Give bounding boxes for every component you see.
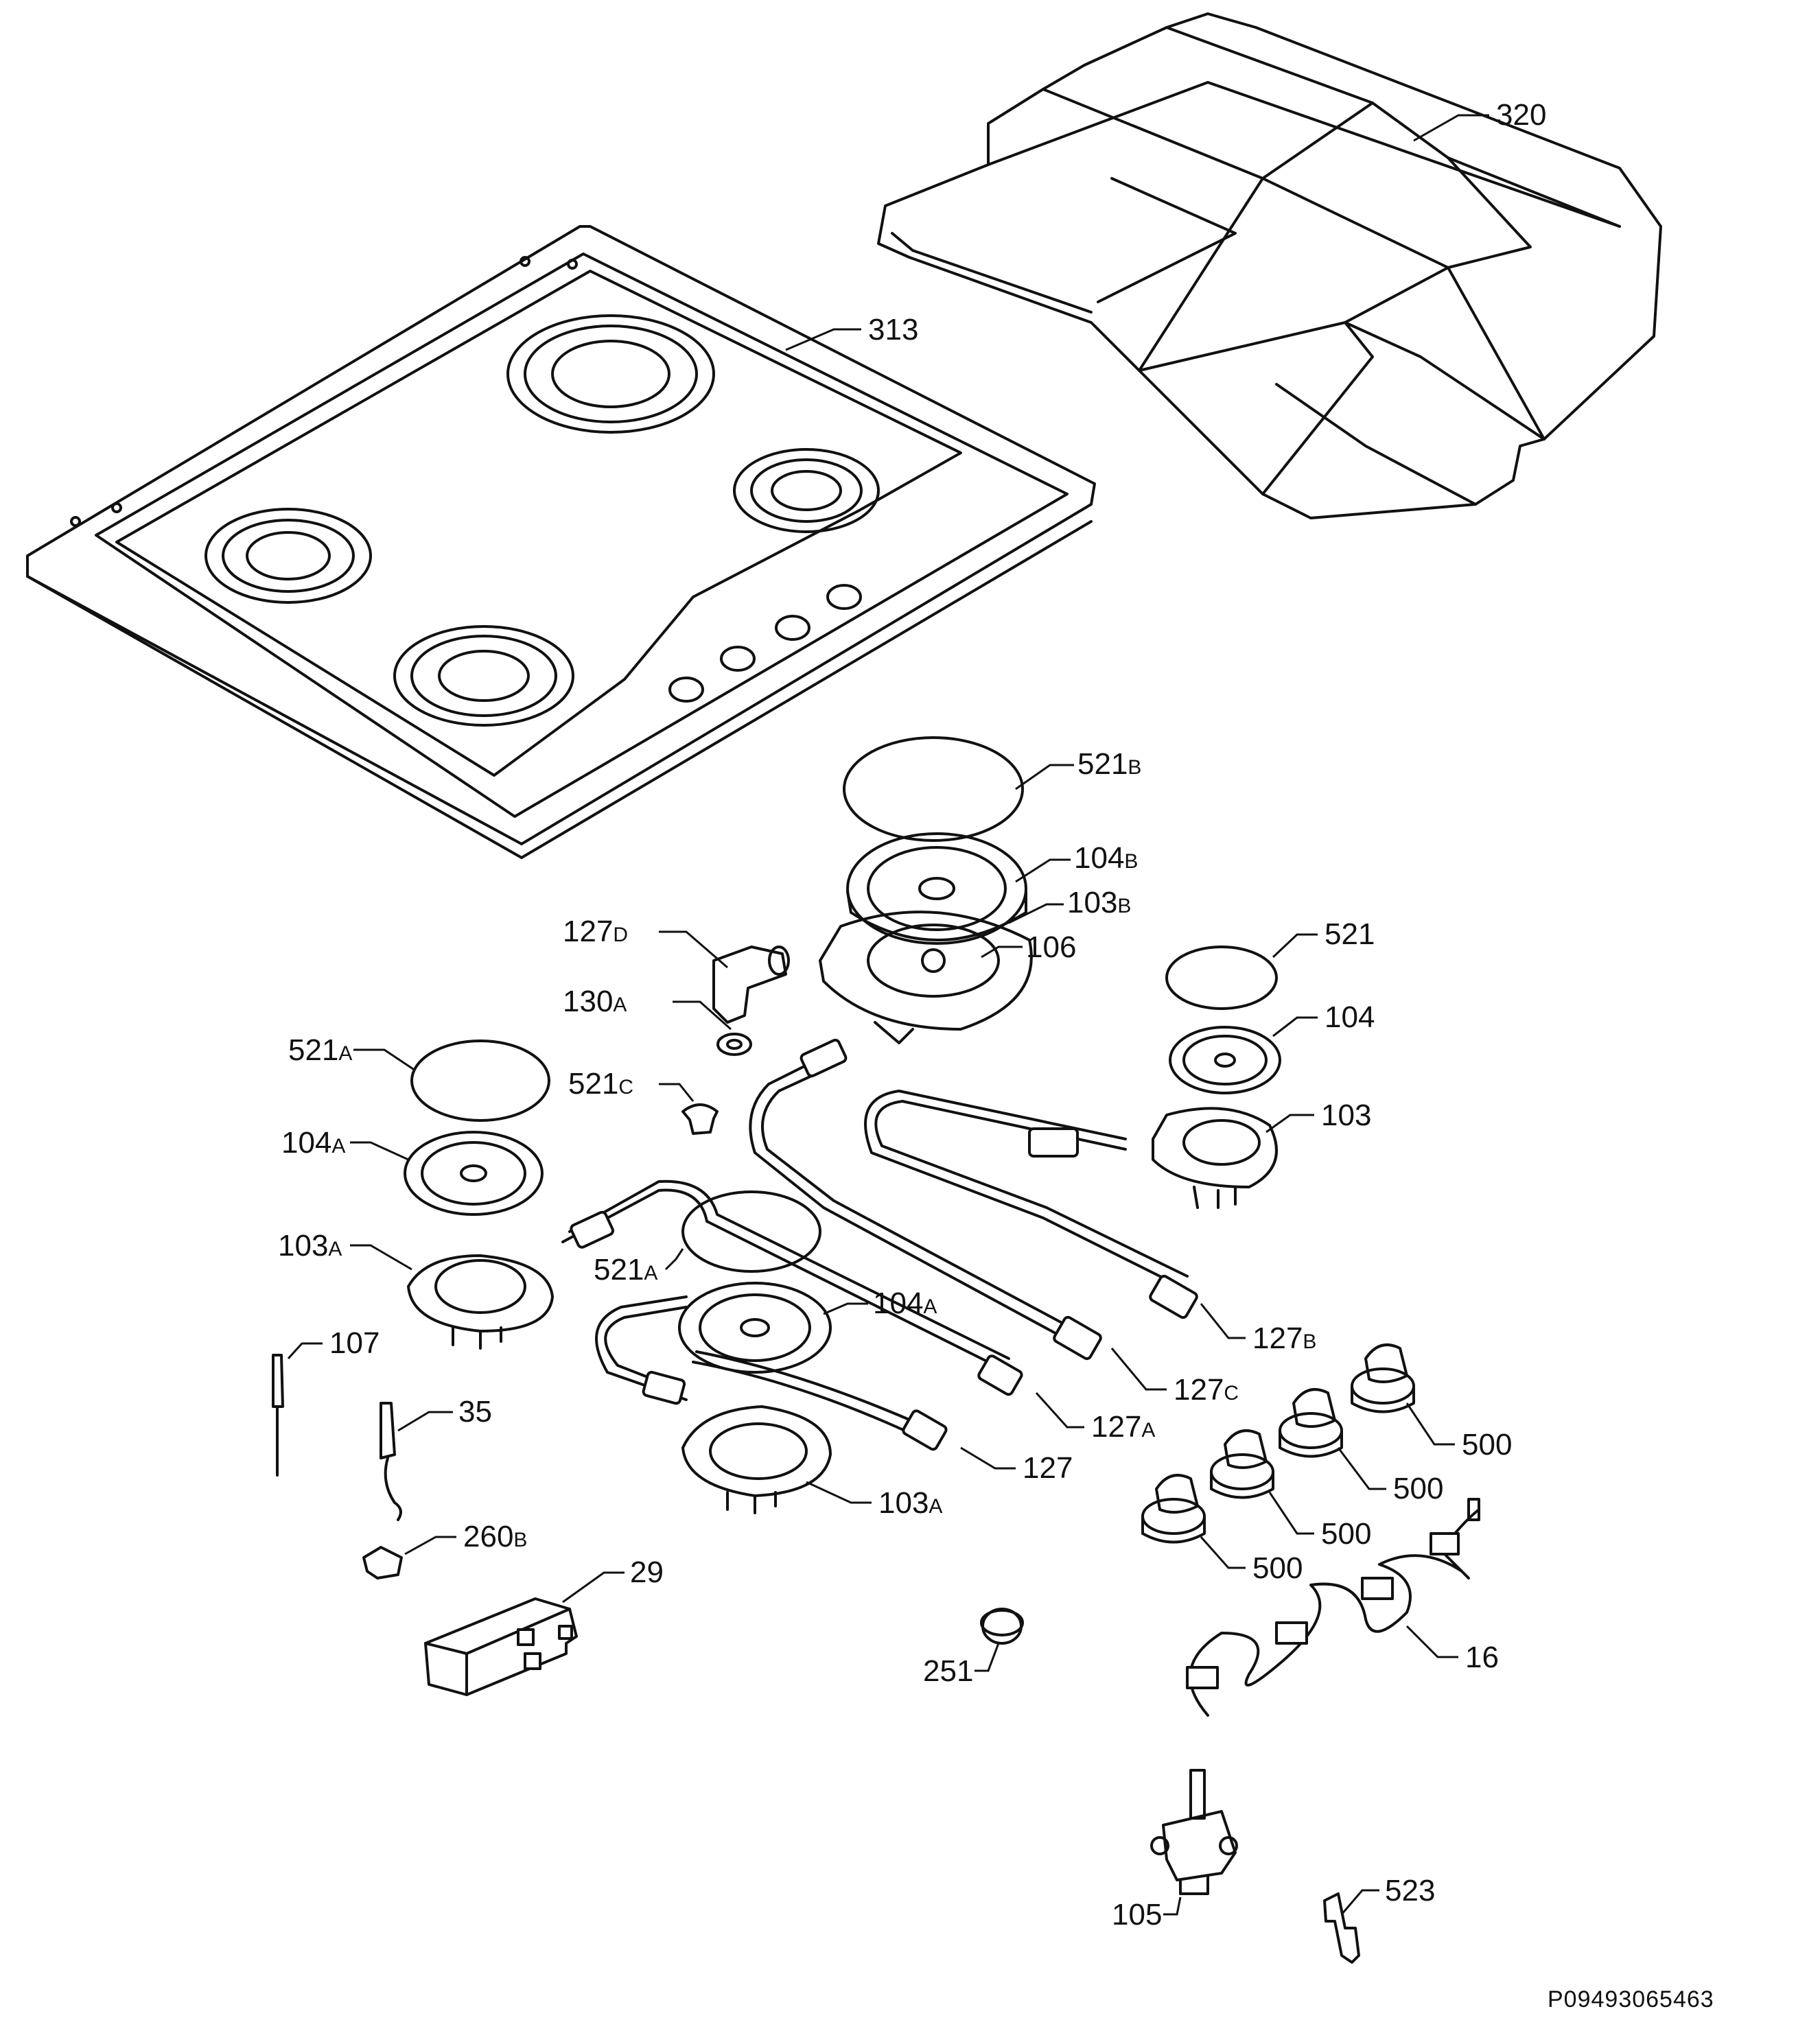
gas-pipe-127B	[864, 1090, 1189, 1288]
cooktop-plate	[26, 225, 1096, 859]
callout-107: 107	[329, 1326, 380, 1360]
callout-105: 105	[1112, 1898, 1162, 1931]
knob-ring	[980, 1608, 1024, 1645]
callout-104A-left: 104A	[281, 1126, 345, 1160]
burner-crown-small	[1169, 1026, 1281, 1094]
gas-pipe-127	[595, 1295, 928, 1439]
callout-127: 127	[1023, 1451, 1073, 1485]
callout-127B: 127B	[1252, 1322, 1316, 1355]
sealing-washer	[716, 1033, 752, 1056]
pan-support-grid	[877, 12, 1662, 519]
callout-523: 523	[1385, 1874, 1435, 1907]
control-knobs	[1141, 1343, 1415, 1544]
document-id: P09493065463	[1548, 1986, 1714, 2012]
control-knob	[1351, 1343, 1415, 1413]
spark-electrode	[380, 1402, 402, 1521]
callout-313: 313	[868, 313, 918, 347]
callout-500-c: 500	[1321, 1517, 1371, 1551]
callout-521A-left: 521A	[288, 1033, 352, 1067]
elbow-connector	[712, 946, 790, 1024]
burner-opening-front	[393, 625, 574, 727]
control-knob	[1210, 1429, 1274, 1499]
gas-pipe-127A	[561, 1179, 1010, 1370]
callout-521B: 521B	[1077, 747, 1141, 781]
callout-521C: 521C	[568, 1067, 633, 1101]
callout-500-a: 500	[1462, 1428, 1512, 1461]
mounting-bracket	[1323, 1892, 1360, 1964]
burner-cap-left	[410, 1040, 550, 1122]
burner-base-center	[681, 1405, 832, 1514]
callout-104A-center: 104A	[873, 1287, 937, 1320]
callout-106: 106	[1026, 930, 1076, 964]
burner-cap-large	[843, 736, 1024, 842]
cap-stud	[681, 1103, 719, 1135]
control-knob	[1141, 1474, 1206, 1544]
callout-35: 35	[458, 1395, 492, 1429]
gas-pipe-127C	[749, 1059, 1079, 1343]
callout-103A-left: 103A	[278, 1229, 342, 1262]
callout-29: 29	[630, 1555, 664, 1589]
callout-labels: 320 313 521B 104B 103B 106 127D 130A 521…	[278, 98, 1546, 1931]
callout-103: 103	[1321, 1099, 1371, 1132]
control-knob	[1279, 1388, 1343, 1458]
callout-104B: 104B	[1074, 841, 1138, 875]
knob-holes	[668, 584, 862, 703]
ignition-switch-harness	[1186, 1498, 1480, 1717]
retaining-clip	[362, 1546, 403, 1579]
callout-500-d: 500	[1252, 1551, 1303, 1585]
burner-cap-small	[1165, 946, 1278, 1010]
burner-base-small	[1152, 1107, 1278, 1209]
pipe-fittings	[570, 1038, 1198, 1451]
callout-16: 16	[1465, 1641, 1499, 1674]
burner-opening-right	[733, 448, 880, 533]
burner-crown-left	[404, 1131, 544, 1216]
callout-103A-center: 103A	[878, 1486, 942, 1520]
callout-130A: 130A	[563, 985, 627, 1018]
leader-lines	[287, 114, 1489, 1916]
callout-127C: 127C	[1174, 1373, 1239, 1407]
callout-521: 521	[1325, 917, 1375, 951]
callout-521A-center: 521A	[594, 1253, 657, 1287]
gas-valve	[1150, 1769, 1238, 1895]
ignition-generator	[424, 1597, 578, 1696]
callout-127D: 127D	[563, 915, 628, 948]
burner-cap-center	[681, 1190, 821, 1273]
burner-base-left	[407, 1254, 554, 1350]
callout-320: 320	[1496, 98, 1546, 132]
callout-500-b: 500	[1393, 1472, 1443, 1505]
callout-127A: 127A	[1091, 1410, 1155, 1444]
callout-260B: 260B	[463, 1520, 527, 1553]
callout-104: 104	[1325, 1000, 1375, 1034]
burner-opening-left	[205, 508, 372, 604]
burner-crown-center	[678, 1282, 832, 1374]
burner-opening-large	[506, 314, 715, 434]
thermocouple	[272, 1354, 284, 1477]
burner-base-large	[819, 911, 1033, 1044]
callout-251: 251	[923, 1654, 973, 1688]
callout-103B: 103B	[1067, 886, 1131, 919]
